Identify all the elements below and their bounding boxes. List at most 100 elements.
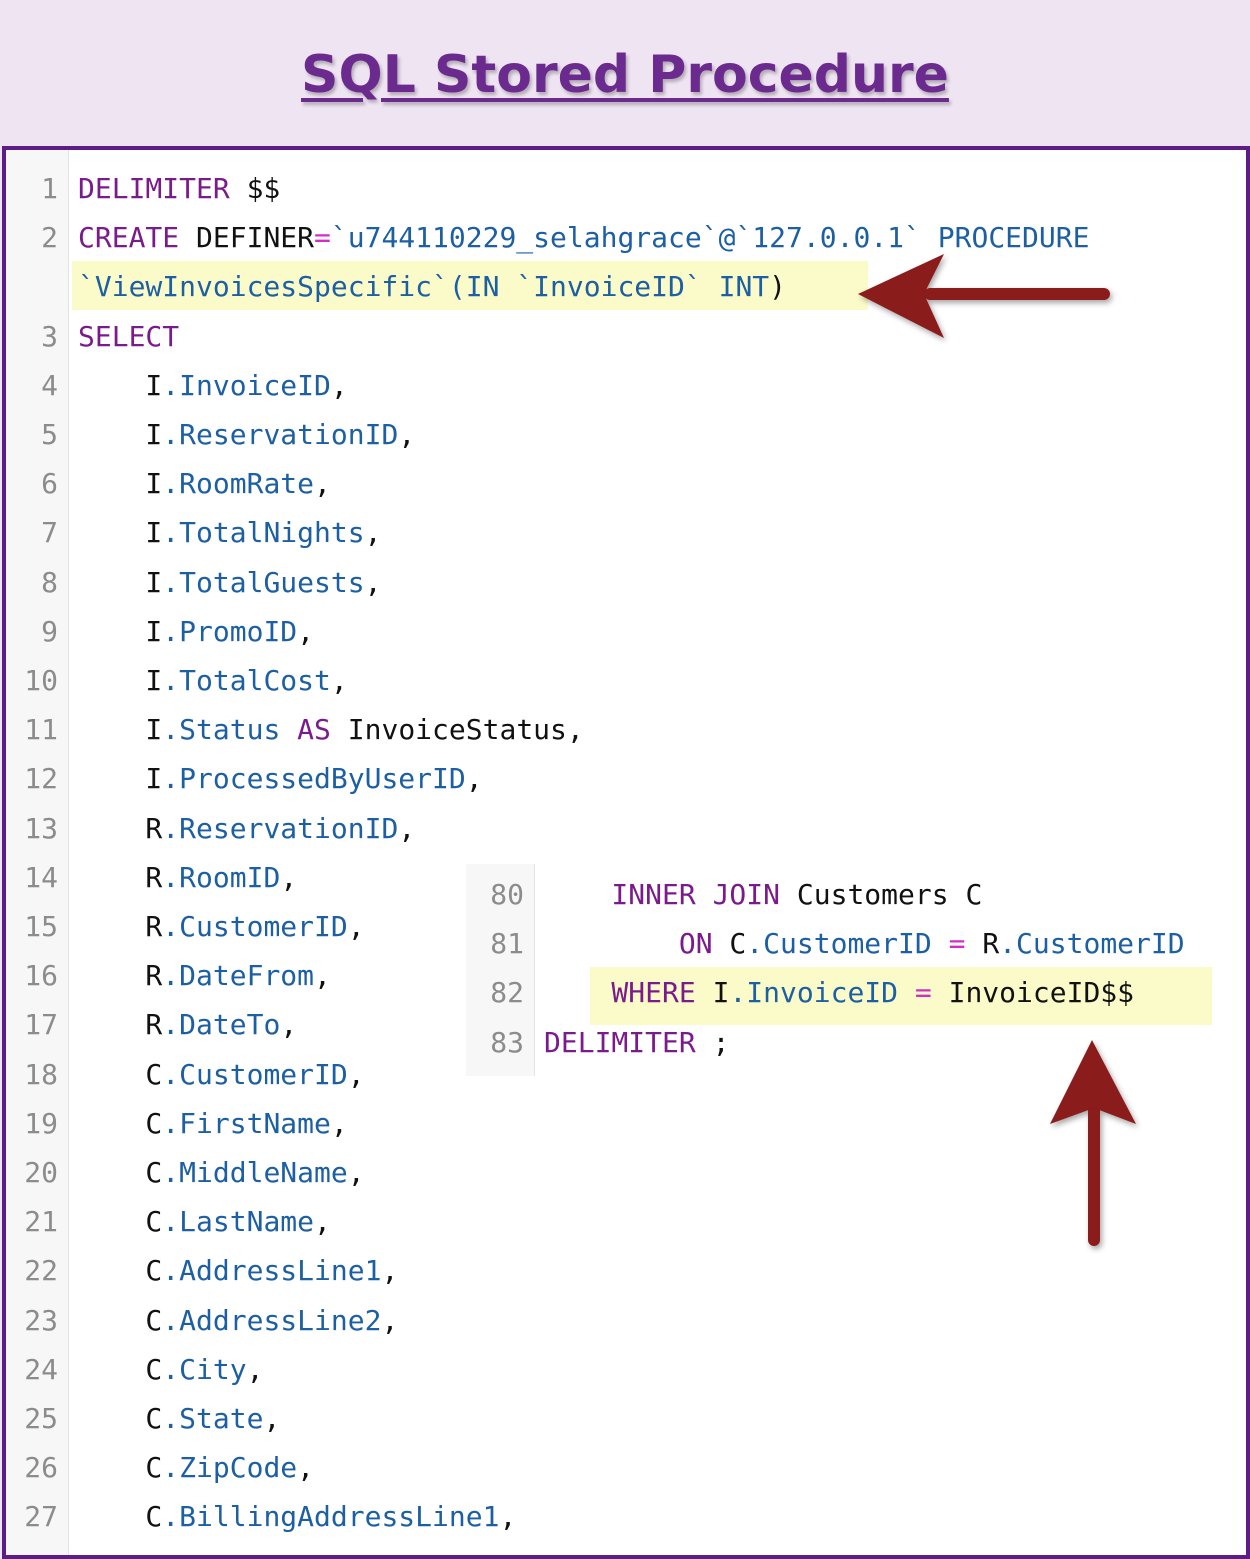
code-token: InvoiceID$$ [948,976,1135,1010]
line-number: 18 [24,1057,58,1091]
code-token: .RoomID [162,860,281,894]
line-number: 17 [24,1008,58,1042]
line-number: 27 [24,1500,58,1534]
code-token: CREATE [78,221,180,255]
line-number: 3 [41,319,58,353]
code-line: 4 I.InvoiceID, [6,361,1246,410]
code-token: ) [769,270,787,304]
code-text: C.MiddleName, [78,1148,364,1197]
code-line: 14 R.RoomID, [6,853,1246,902]
code-token: I [78,418,163,451]
code-token: , [246,1352,264,1386]
code-token: I [78,368,163,402]
line-number: 9 [41,614,58,648]
header-banner: SQL Stored Procedure [0,0,1250,148]
code-token: , [398,811,416,845]
code-token: C [78,1205,163,1239]
code-token: I [78,516,163,550]
code-token: , [398,418,416,451]
code-token: I [695,976,730,1010]
code-token: .AddressLine2 [162,1303,382,1337]
code-token: InvoiceStatus, [330,713,584,747]
code-token: , [314,467,331,501]
code-line: 25 C.State, [6,1394,1246,1443]
code-token: ; [695,1025,730,1059]
code-text: DELIMITER $$ [78,164,280,213]
code-token: , [280,860,298,894]
code-line: 24 C.City, [6,1345,1246,1394]
code-token: C [78,1106,163,1140]
code-token: AS [280,713,331,747]
code-text: C.State, [78,1394,280,1443]
line-number: 6 [41,467,58,501]
code-line: 11 I.Status AS InvoiceStatus, [6,705,1246,754]
code-token: `ViewInvoicesSpecific`(IN `InvoiceID` IN… [78,270,770,304]
code-text: C.AddressLine2, [78,1296,398,1345]
code-text: I.TotalNights, [78,508,381,557]
code-line: 5 I.ReservationID, [6,410,1246,459]
code-token: .InvoiceID [729,976,899,1010]
code-text: R.CustomerID, [78,902,365,951]
code-token: , [297,614,315,648]
line-number: 5 [41,418,58,451]
code-text: I.PromoID, [78,607,314,656]
code-token: , [347,1057,365,1091]
code-text: C.CustomerID, [78,1050,365,1099]
code-line: 81 ON C.CustomerID = R.CustomerID [466,919,1246,968]
code-token: .DateTo [162,1008,281,1042]
code-token: , [263,1402,281,1435]
code-token: = [931,927,983,961]
code-text: CREATE DEFINER=`u744110229_selahgrace`@`… [78,213,1089,262]
code-token: .MiddleName [162,1156,348,1189]
code-token: .PromoID [162,614,298,648]
line-number: 80 [490,878,524,911]
code-token: R [78,1008,163,1042]
code-token: C [78,1402,163,1435]
code-line: 20 C.MiddleName, [6,1148,1246,1197]
line-number: 15 [24,910,58,943]
code-token: I [78,664,163,697]
code-line: 22 C.AddressLine1, [6,1246,1246,1295]
code-line: 9 I.PromoID, [6,607,1246,656]
line-number: 8 [41,565,58,599]
code-token: .CustomerID [746,927,932,961]
code-token: .ZipCode [162,1451,298,1485]
code-token: , [381,1254,399,1288]
code-token: .TotalCost [162,664,331,697]
line-number: 4 [41,368,58,402]
code-text: C.FirstName, [78,1099,347,1148]
highlight-procedure-signature [72,261,868,310]
code-token: , [499,1500,517,1534]
code-token: .Status [162,713,281,747]
code-line: 23 C.AddressLine2, [6,1296,1246,1345]
line-number: 13 [24,811,58,845]
code-token: , [314,1205,331,1239]
line-number: 21 [24,1205,58,1239]
code-line: 8 I.TotalGuests, [6,558,1246,607]
code-line: 17 R.DateTo, [6,1000,1246,1049]
code-line: `ViewInvoicesSpecific`(IN `InvoiceID` IN… [6,262,1246,311]
code-token: DELIMITER [544,1025,696,1059]
line-number: 82 [490,976,524,1010]
code-token: .AddressLine1 [162,1254,382,1288]
code-token: , [330,368,348,402]
code-token: , [381,1303,399,1337]
code-token: , [347,910,365,943]
code-line: 2 CREATE DEFINER=`u744110229_selahgrace`@… [6,213,1246,262]
code-token: .TotalNights [162,516,365,550]
line-number: 19 [24,1106,58,1140]
line-number: 2 [41,221,58,255]
code-token: .LastName [162,1205,315,1239]
line-number: 20 [24,1156,58,1189]
code-token: ON [544,927,713,961]
code-token: PROCEDURE [920,221,1090,255]
code-line: 12 I.ProcessedByUserID, [6,754,1246,803]
code-token: `u744110229_selahgrace`@`127.0.0.1` [330,221,921,255]
code-line: 26 C.ZipCode, [6,1443,1246,1492]
code-text: R.DateTo, [78,1000,297,1049]
code-token: C [78,1057,163,1091]
code-token: = [898,976,949,1010]
code-token: I [78,713,163,747]
